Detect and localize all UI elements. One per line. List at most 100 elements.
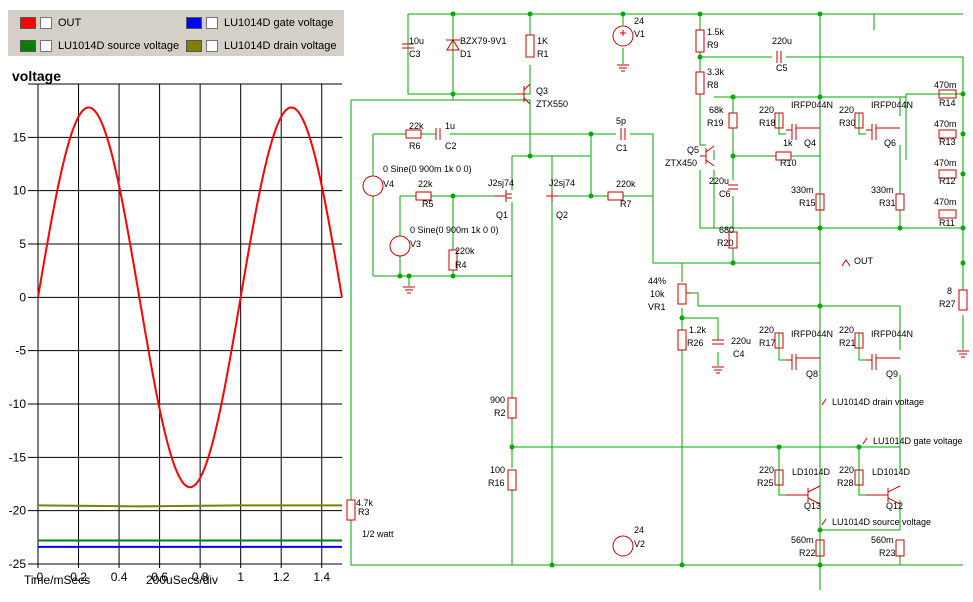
component-label: Q2 — [556, 210, 568, 220]
legend-checkbox[interactable] — [206, 40, 218, 52]
component-label: C6 — [719, 189, 731, 199]
component-label: 0 Sine(0 900m 1k 0 0) — [383, 164, 472, 174]
component-label: IRFP044N — [871, 329, 913, 339]
component-label: R26 — [687, 338, 704, 348]
component-label: R20 — [717, 238, 734, 248]
component-label: 330m — [791, 185, 814, 195]
component-label: R1 — [537, 49, 549, 59]
component-label: V4 — [383, 179, 394, 189]
component-label: R31 — [879, 198, 896, 208]
component-label: R30 — [839, 118, 856, 128]
legend-item-drain[interactable]: LU1014D drain voltage — [186, 38, 337, 54]
component-label: 470m — [934, 80, 957, 90]
y-tick-label: -10 — [9, 397, 27, 411]
junction-dots — [397, 11, 966, 568]
legend-item-out[interactable]: OUT — [20, 15, 81, 31]
component-label: LU1014D source voltage — [832, 517, 931, 527]
component-label: IRFP044N — [791, 329, 833, 339]
component-label: 680 — [719, 225, 734, 235]
component-label: R7 — [620, 199, 632, 209]
y-tick-label: 15 — [13, 130, 27, 144]
component-label: Q5 — [687, 145, 699, 155]
component-label: R11 — [939, 218, 955, 228]
component-label: 220u — [709, 176, 729, 186]
y-tick-label: 10 — [13, 184, 27, 198]
component-label: R22 — [799, 548, 816, 558]
y-tick-label: -20 — [9, 504, 27, 518]
component-label: 22k — [409, 121, 424, 131]
component-label: ZTX450 — [665, 158, 697, 168]
component-label: V2 — [634, 539, 645, 549]
component-label: 330m — [871, 185, 894, 195]
component-label: R18 — [759, 118, 776, 128]
component-label: R2 — [494, 408, 506, 418]
component-label: LU1014D gate voltage — [873, 436, 963, 446]
component-label: C4 — [733, 349, 745, 359]
component-label: LD1014D — [792, 467, 831, 477]
x-tick-label: 0.2 — [70, 570, 87, 584]
component-label: Q9 — [886, 369, 898, 379]
legend-label: LU1014D gate voltage — [224, 17, 334, 29]
component-label: V1 — [634, 29, 645, 39]
component-label: 10k — [650, 289, 665, 299]
legend-label: LU1014D drain voltage — [224, 40, 337, 52]
x-tick-label: 1.4 — [313, 570, 330, 584]
y-axis-title: voltage — [12, 68, 61, 84]
component-label: R23 — [879, 548, 896, 558]
component-label: OUT — [854, 256, 874, 266]
component-label: R10 — [780, 158, 797, 168]
component-label: 5p — [616, 116, 626, 126]
legend-swatch — [186, 17, 202, 29]
component-label: R15 — [799, 198, 816, 208]
component-label: R4 — [455, 260, 467, 270]
legend-checkbox[interactable] — [40, 40, 52, 52]
legend-label: LU1014D source voltage — [58, 40, 180, 52]
y-tick-label: -5 — [15, 344, 26, 358]
component-label: R21 — [839, 338, 856, 348]
component-label: 100 — [490, 465, 505, 475]
component-label: Q12 — [886, 501, 903, 511]
x-division-label: 200uSecs/div — [146, 573, 218, 587]
component-label: 44% — [648, 276, 666, 286]
component-label: 10u — [409, 36, 424, 46]
component-label: J2sj74 — [549, 178, 575, 188]
component-label: 220 — [759, 105, 774, 115]
legend-item-gate[interactable]: LU1014D gate voltage — [186, 15, 333, 31]
component-label: 220u — [731, 336, 751, 346]
component-label: 1K — [537, 36, 548, 46]
component-label: R28 — [837, 478, 854, 488]
component-label: 470m — [934, 158, 957, 168]
component-label: Q6 — [884, 138, 896, 148]
component-label: 1/2 watt — [362, 529, 394, 539]
legend-checkbox[interactable] — [206, 17, 218, 29]
component-label: R8 — [707, 80, 719, 90]
component-label: R12 — [939, 176, 956, 186]
component-label: 560m — [871, 535, 894, 545]
legend-checkbox[interactable] — [40, 17, 52, 29]
component-label: 1k — [783, 138, 793, 148]
component-label: 1.5k — [707, 27, 725, 37]
series-line — [37, 106, 343, 489]
component-label: 470m — [934, 119, 957, 129]
x-tick-label: 1 — [237, 570, 244, 584]
component-label: 8 — [947, 286, 952, 296]
y-tick-label: 5 — [19, 237, 26, 251]
component-label: 220k — [455, 246, 475, 256]
component-label: ZTX550 — [536, 99, 568, 109]
component-label: Q8 — [806, 369, 818, 379]
y-tick-label: 0 — [19, 290, 26, 304]
legend-item-source[interactable]: LU1014D source voltage — [20, 38, 179, 54]
legend-swatch — [20, 40, 36, 52]
component-label: R19 — [707, 118, 724, 128]
x-tick-label: 0.8 — [192, 570, 209, 584]
component-labels: 10uC3BZX79-9V1D124V11KR1Q3ZTX55022kR61uC… — [356, 16, 963, 558]
component-label: 560m — [791, 535, 814, 545]
component-label: R27 — [939, 299, 956, 309]
x-tick-label: 1.2 — [273, 570, 290, 584]
component-label: VR1 — [648, 302, 666, 312]
y-tick-label: -25 — [9, 557, 27, 571]
schematic-wires — [350, 13, 964, 590]
